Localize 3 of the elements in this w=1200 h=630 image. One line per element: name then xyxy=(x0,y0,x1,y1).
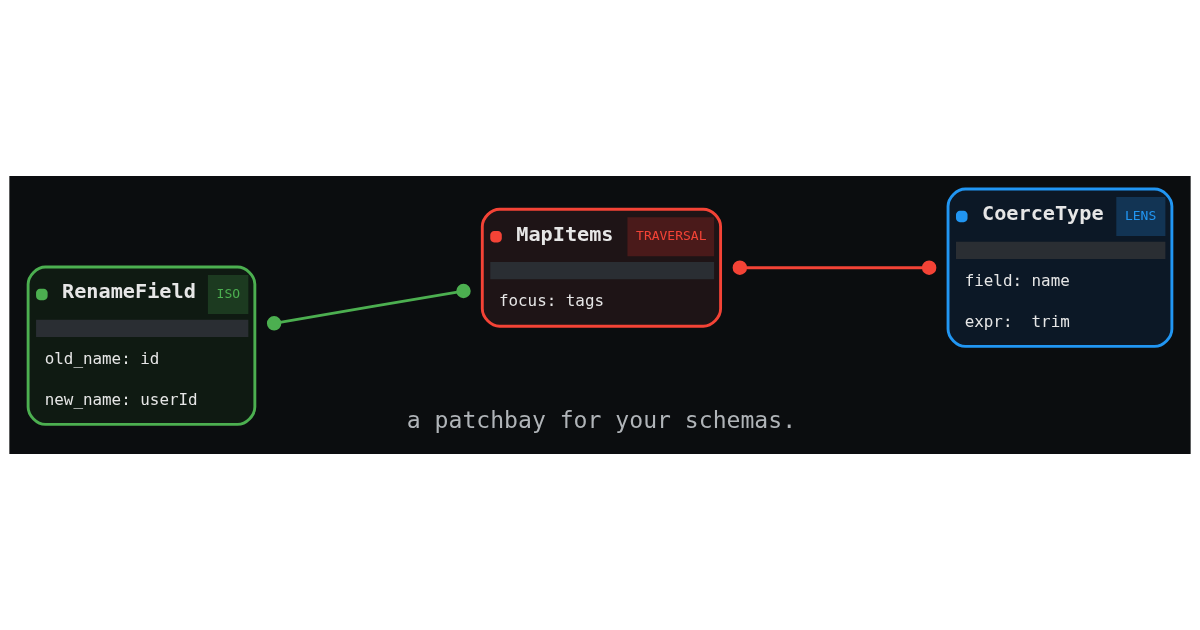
connector xyxy=(732,260,937,275)
connector xyxy=(266,283,471,331)
label: a patchbay for your schemas. xyxy=(406,406,797,433)
